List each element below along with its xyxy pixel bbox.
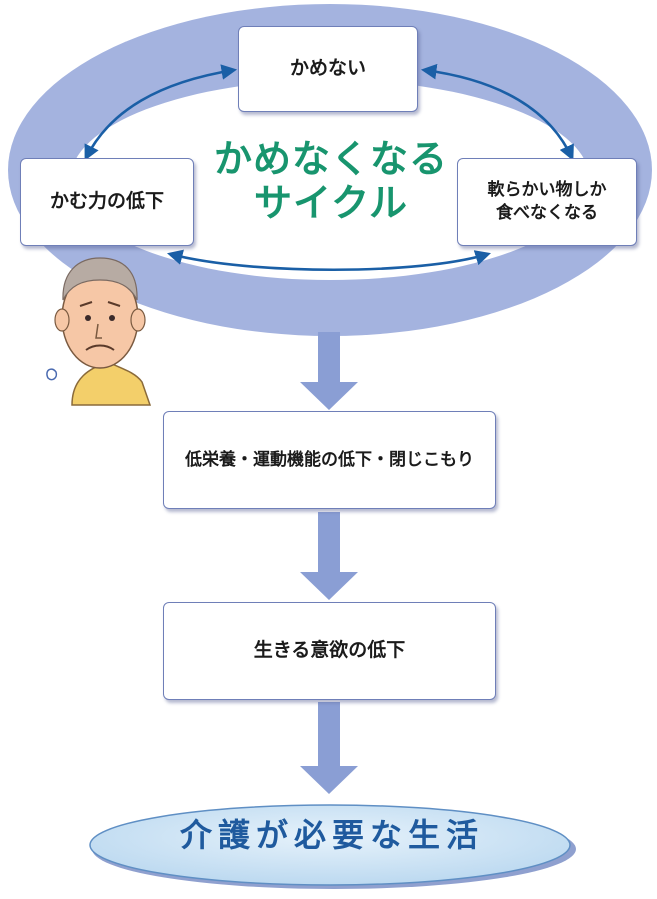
step-motivation-decline-box: 生きる意欲の低下: [163, 602, 496, 700]
flow-arrow-3: [300, 702, 358, 794]
cycle-arrow-top-right: [420, 63, 574, 161]
elderly-man-illustration: [46, 257, 152, 406]
step-malnutrition-box: 低栄養・運動機能の低下・閉じこもり: [163, 411, 496, 509]
node-only-soft-food: 軟らかい物しか 食べなくなる: [457, 158, 637, 246]
cycle-arrow-top-left: [84, 64, 238, 161]
cycle-title: かめなくなる サイクル: [213, 137, 448, 225]
result-ellipse: [89, 804, 571, 886]
result-label: 介護が必要な生活: [179, 816, 484, 854]
node-chewing-power-decline: かむ力の低下: [20, 158, 194, 246]
node-cannot-chew: かめない: [238, 26, 418, 112]
flow-arrow-2: [300, 512, 358, 600]
flow-arrow-1: [300, 332, 358, 410]
cycle-arrow-bottom: [166, 249, 491, 272]
